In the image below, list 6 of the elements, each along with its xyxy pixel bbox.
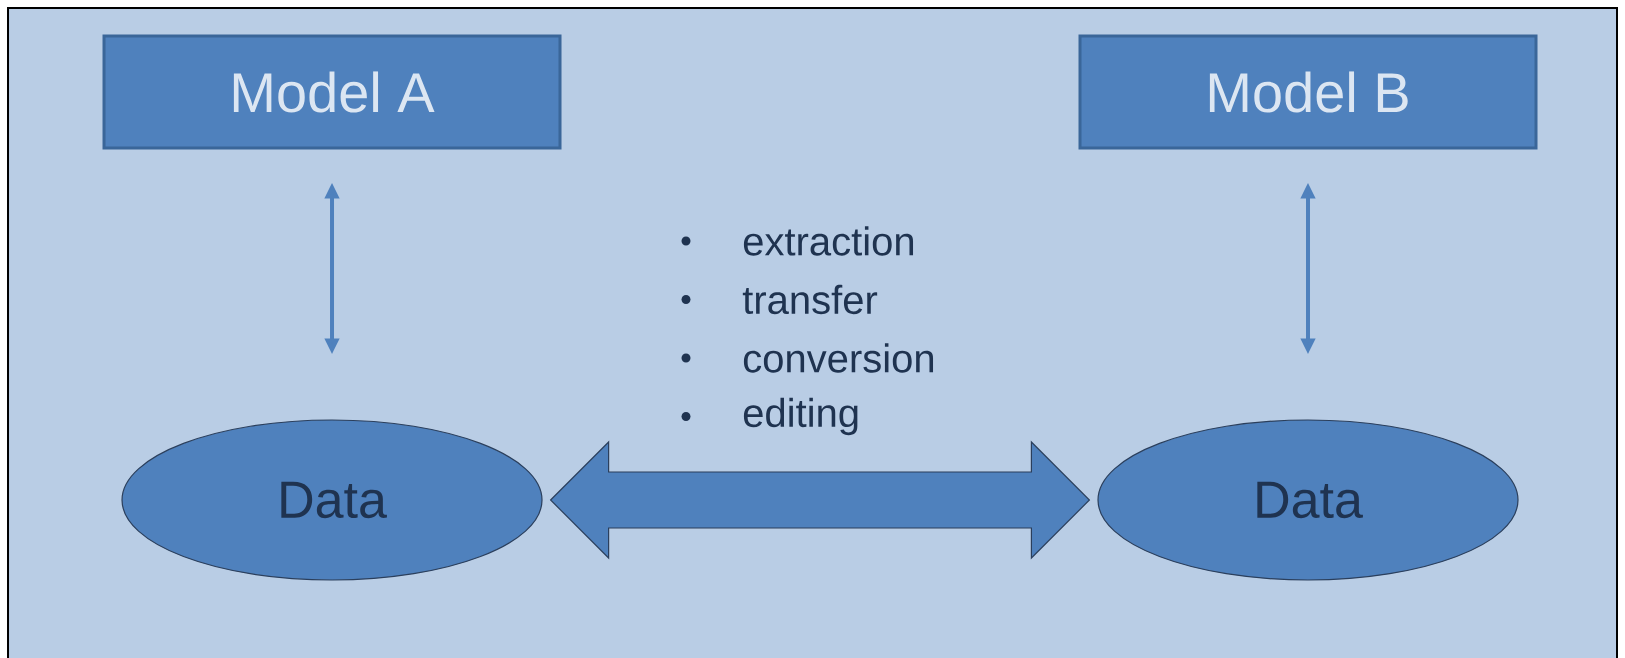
model-box: Model B bbox=[1078, 34, 1538, 150]
list-item: conversion bbox=[743, 343, 933, 373]
list-item: editing bbox=[743, 397, 858, 436]
model-box: Model A bbox=[102, 34, 562, 150]
list-item: extraction bbox=[743, 226, 913, 256]
list-item: transfer bbox=[742, 284, 878, 315]
